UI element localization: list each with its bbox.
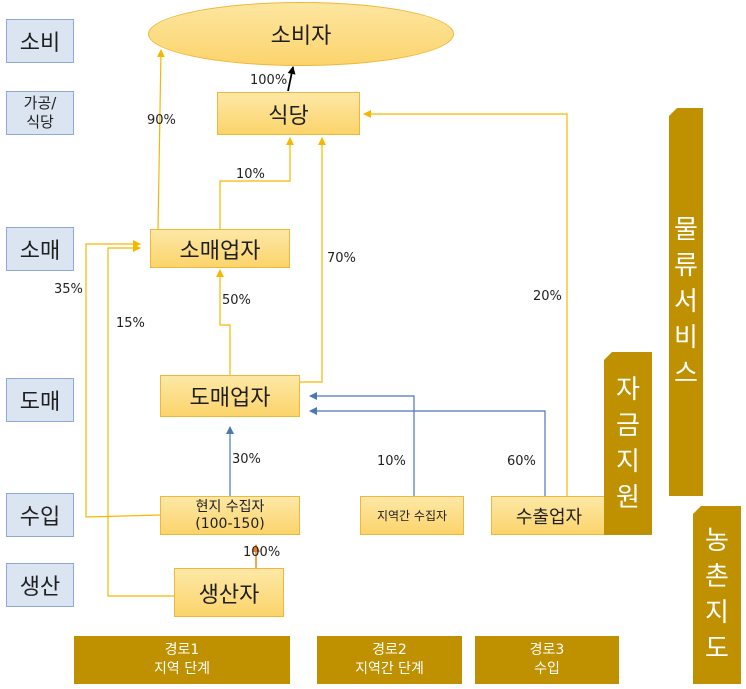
pct-exporter-wholesaler: 60% bbox=[507, 454, 536, 469]
logistics-service-bar: 물 류 서 비 스 bbox=[669, 108, 703, 496]
pct-producer-local: 100% bbox=[243, 545, 281, 560]
stage-label-consumption: 소비 bbox=[6, 19, 74, 63]
pct-restaurant-consumer: 100% bbox=[250, 73, 288, 88]
retailer-node: 소매업자 bbox=[150, 229, 290, 268]
restaurant-node: 식당 bbox=[217, 92, 360, 135]
arrow-interregional-wholesaler bbox=[309, 392, 415, 496]
consumer-node: 소비자 bbox=[148, 2, 454, 66]
local-collector-node: 현지 수집자 (100-150) bbox=[160, 496, 300, 535]
stage-label-wholesale: 도매 bbox=[6, 378, 74, 422]
arrow-restaurant-consumer bbox=[287, 66, 296, 92]
pct-wholesaler-retailer: 50% bbox=[222, 293, 251, 308]
pct-local-wholesaler: 30% bbox=[232, 452, 261, 467]
arrow-import-retailer bbox=[85, 240, 161, 518]
funding-support-bar: 자 금 지 원 bbox=[604, 352, 652, 535]
arrow-exporter-wholesaler bbox=[309, 407, 546, 496]
stage-label-production: 생산 bbox=[6, 563, 74, 607]
pct-wholesaler-restaurant: 70% bbox=[327, 251, 356, 266]
producer-node: 생산자 bbox=[174, 568, 284, 617]
arrow-exporter-restaurant bbox=[363, 110, 568, 496]
stage-label-import: 수입 bbox=[6, 493, 74, 537]
arrow-retailer-restaurant bbox=[219, 137, 294, 229]
rural-guidance-bar: 농 촌 지 도 bbox=[693, 506, 741, 684]
pct-interregional-wholesaler: 10% bbox=[377, 454, 406, 469]
pct-retailer-consumer: 90% bbox=[147, 113, 176, 128]
pct-producer-retailer: 15% bbox=[116, 316, 145, 331]
interregional-collector-node: 지역간 수집자 bbox=[360, 496, 464, 535]
route-2-label: 경로2 지역간 단계 bbox=[317, 636, 462, 684]
stage-label-processing: 가공/ 식당 bbox=[6, 91, 74, 135]
pct-retailer-restaurant: 10% bbox=[236, 167, 265, 182]
exporter-node: 수출업자 bbox=[491, 496, 607, 535]
wholesaler-node: 도매업자 bbox=[160, 375, 300, 417]
route-1-label: 경로1 지역 단계 bbox=[74, 636, 290, 684]
arrow-retailer-consumer bbox=[156, 49, 165, 230]
arrow-wholesaler-retailer bbox=[216, 269, 231, 375]
pct-import-retailer: 35% bbox=[54, 282, 83, 297]
arrow-wholesaler-restaurant bbox=[300, 137, 326, 383]
pct-exporter-restaurant: 20% bbox=[533, 289, 562, 304]
stage-label-retail: 소매 bbox=[6, 227, 74, 271]
route-3-label: 경로3 수입 bbox=[475, 636, 619, 684]
arrow-producer-retailer bbox=[107, 244, 174, 597]
